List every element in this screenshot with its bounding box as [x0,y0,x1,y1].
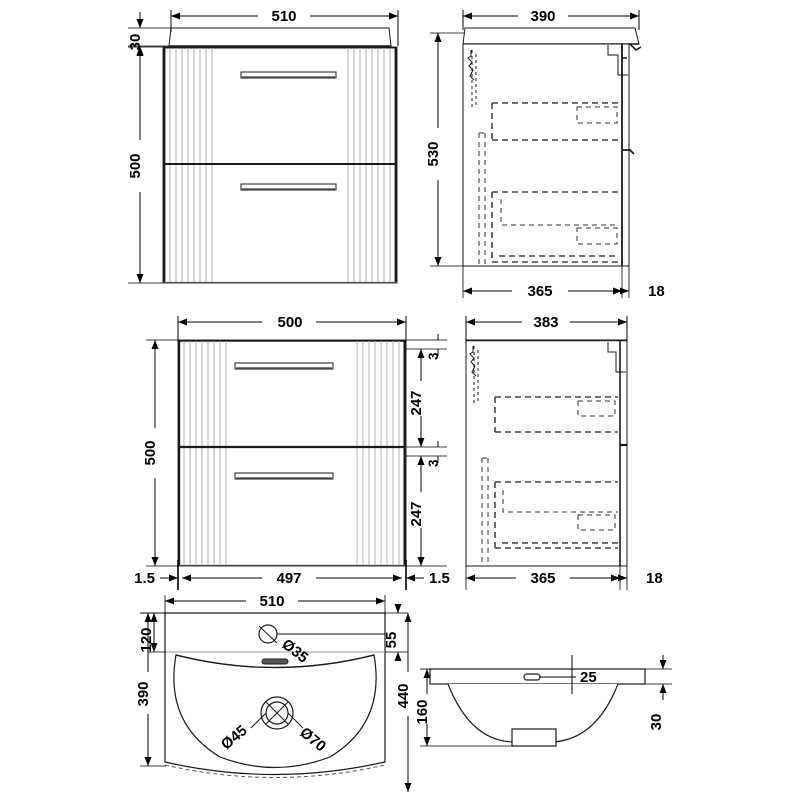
fluted-panel-left-carcass [183,341,227,565]
dim-label-1-5-right: 1.5 [429,570,450,587]
view-basin-section: 25 440 160 30 [395,613,672,792]
view-front-elevation-unit: 510 30 500 [127,8,399,284]
dimension-height-500: 500 [127,46,164,284]
view-side-elevation-carcass: 383 365 18 [465,314,663,590]
dim-label-160: 160 [414,699,431,724]
dim-label-18-bot: 18 [646,570,663,587]
fluted-panel-right-carcass [356,341,400,565]
dimension-width-500: 500 [177,314,407,342]
internal-runner-upper-2 [577,400,616,417]
dimension-basin-510: 510 [164,593,386,615]
dimension-height-500-carcass: 500 [142,339,179,567]
dimension-basin-390: 390 [135,612,166,767]
dim-label-25: 25 [580,669,597,686]
internal-drawer-upper-2 [494,396,618,433]
dim-label-497: 497 [276,570,301,587]
dim-label-120: 120 [138,627,155,652]
dimension-section-160: 160 [414,668,514,747]
dimension-bottom-chain: 497 1.5 1.5 [134,560,450,590]
dimension-basin-55: 55 [383,604,408,661]
handle-profile-upper-side [621,46,627,59]
dim-label-1-5-left: 1.5 [134,570,155,587]
internal-support-rail [478,132,486,265]
dimension-height-530: 530 [425,32,464,267]
handle-profile-lower-side [622,149,635,155]
dim-label-3-lower: 3 [426,459,441,467]
dim-label-510-basin: 510 [259,593,284,610]
dimension-basin-120: 120 [138,612,166,653]
dim-label-18-top: 18 [648,283,665,300]
dimension-section-30: 30 [645,655,672,730]
internal-drawer-lower-box-2 [502,490,618,531]
internal-runner-upper [576,106,618,124]
basin-bowl-rim-top [175,654,375,669]
dim-label-390-basin: 390 [135,681,152,706]
wall-bracket-detail-2 [469,346,479,404]
internal-drawer-lower [491,191,619,263]
drawer-handle-upper-carcass [234,362,334,370]
handle-profile-upper-carcass [607,342,626,373]
dimension-right-chain: 3 247 3 247 [406,334,447,567]
dim-label-500-mid-top: 500 [277,314,302,331]
dim-label-365-top: 365 [527,283,552,300]
dim-label-247-upper: 247 [408,390,425,415]
dim-label-55: 55 [383,632,400,649]
view-basin-plan: Ø35 Ø45 Ø70 510 [135,593,408,778]
overflow-slot [261,658,289,665]
view-side-elevation-unit: 390 530 365 18 [425,8,665,300]
dimension-carcass-365-18: 365 18 [462,266,665,300]
internal-drawer-upper [491,102,619,141]
dim-label-383: 383 [533,314,558,331]
carcass-front-outline [177,339,407,567]
worktop-slab [168,27,392,47]
dimension-depth-383: 383 [465,314,628,342]
internal-drawer-lower-2 [494,481,618,549]
dim-label-30: 30 [127,34,144,51]
dimension-section-440: 440 [395,613,412,792]
dim-label-3-upper: 3 [426,352,441,360]
drawer-handle-lower-carcass [234,472,334,480]
dim-label-530: 530 [425,141,442,166]
dim-label-500-left: 500 [127,153,144,178]
wall-bracket-detail [467,50,477,110]
carcass-side-outline [462,43,630,267]
overflow-slot-section [523,673,541,681]
dimension-carcass-365-18-bottom: 365 18 [465,566,663,590]
dim-label-510-top: 510 [271,8,296,25]
dim-label-390: 390 [530,8,555,25]
waste-boss [511,728,557,747]
dim-label-247-lower: 247 [408,501,425,526]
internal-support-rail-2 [481,457,489,563]
view-front-elevation-carcass: 500 500 497 1.5 1.5 [134,314,450,590]
drawer-handle-upper [240,71,337,79]
dim-label-30-basin: 30 [648,714,665,731]
dim-label-365-bot: 365 [530,570,555,587]
dimension-section-25: 25 [540,655,597,694]
dimension-depth-390: 390 [462,8,640,30]
internal-drawer-lower-box [500,199,619,245]
dim-label-440: 440 [395,683,412,708]
dim-label-500-mid-left: 500 [142,440,159,465]
drawer-handle-lower [240,183,337,191]
carcass-side-outline-2 [465,339,628,567]
